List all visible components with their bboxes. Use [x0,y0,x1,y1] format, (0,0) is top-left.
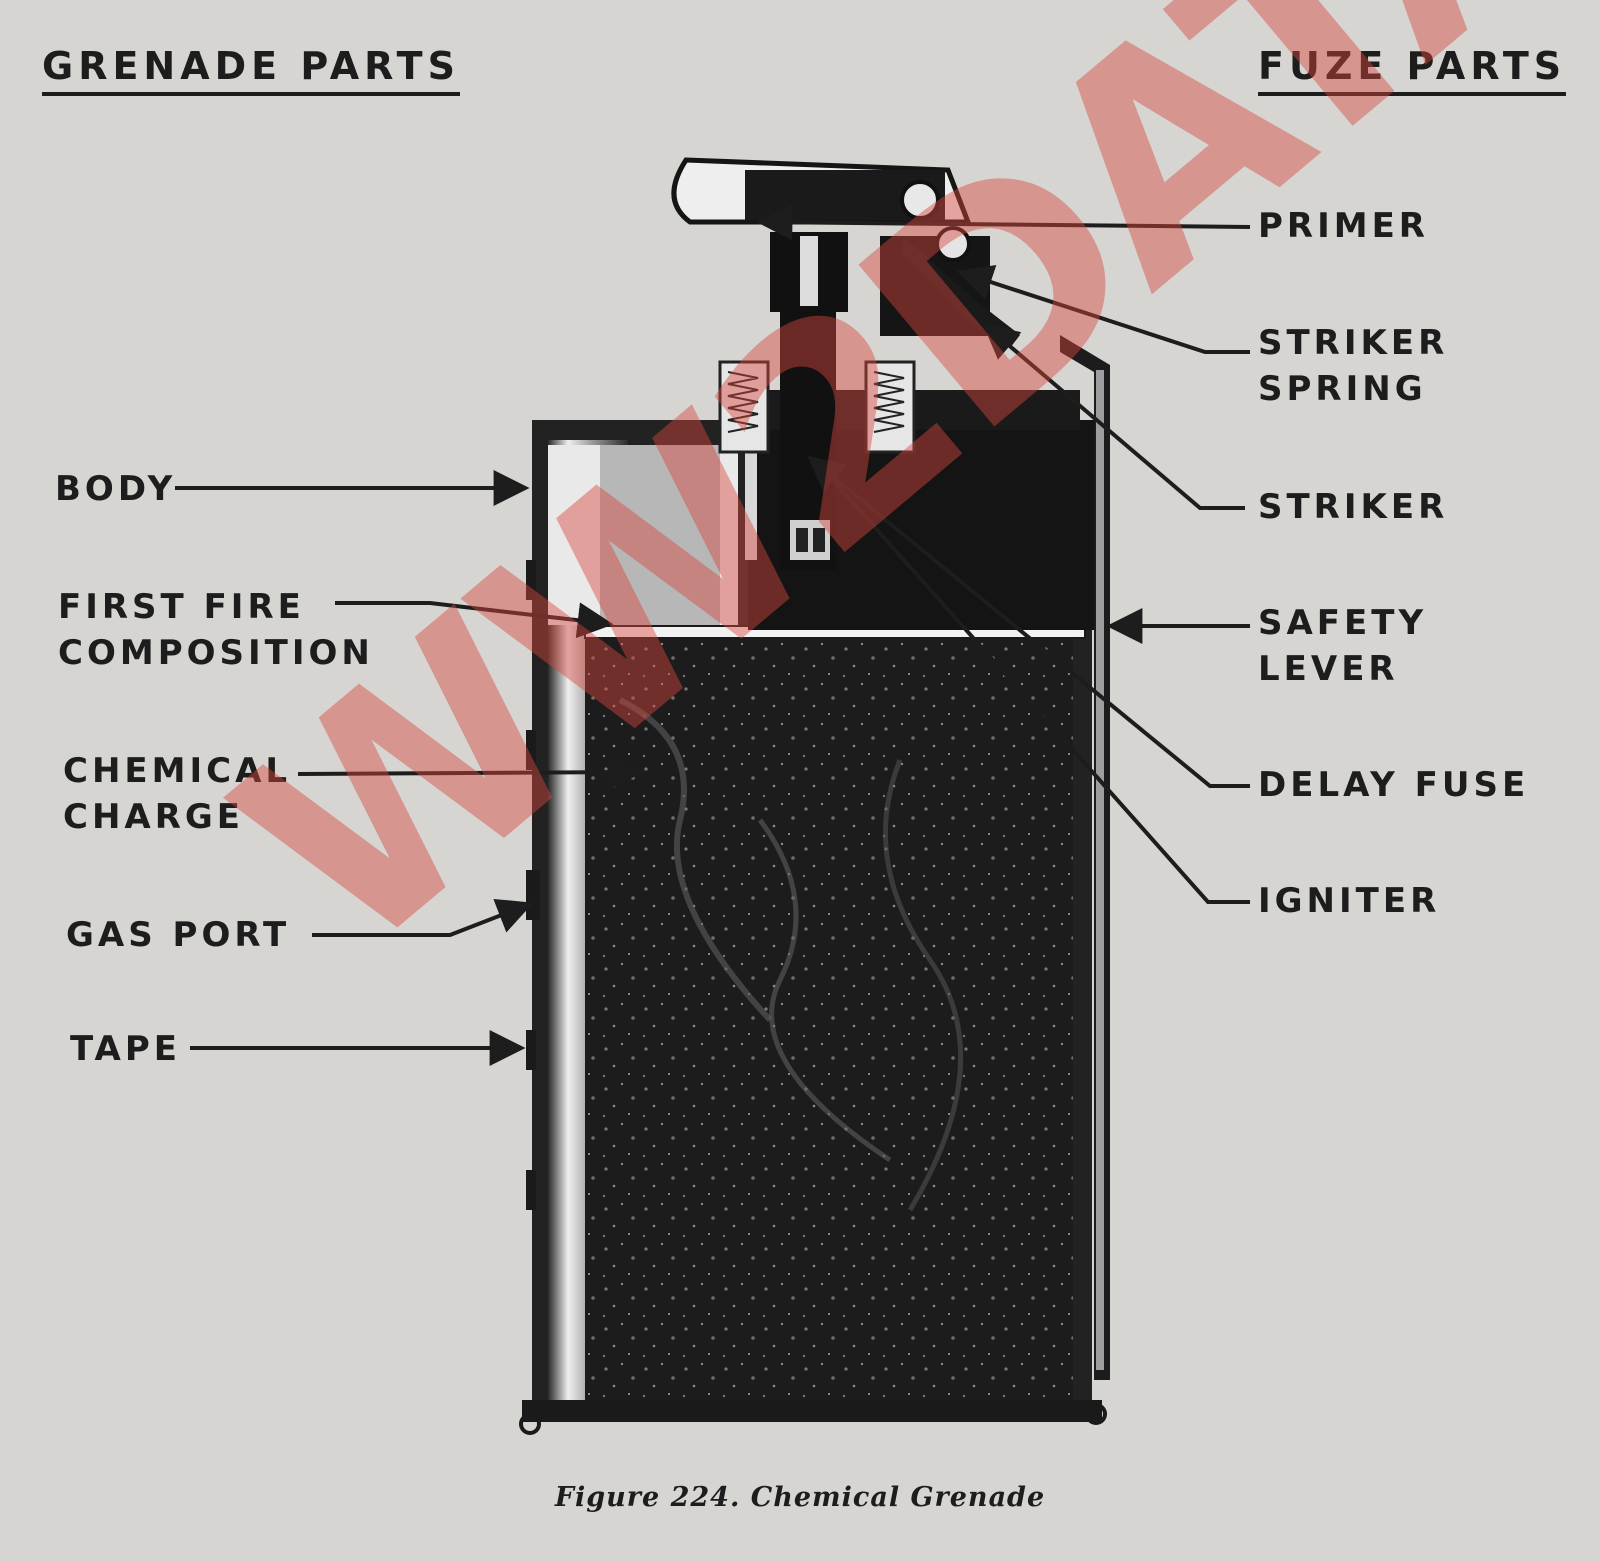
label-tape: TAPE [70,1029,182,1069]
fuze-assembly [671,157,1094,630]
label-primer: PRIMER [1258,206,1429,246]
label-body: BODY [55,469,177,509]
fuze-parts-heading: FUZE PARTS [1258,44,1567,96]
label-igniter: IGNITER [1258,881,1441,921]
figure-caption: Figure 224. Chemical Grenade [554,1482,1046,1513]
label-striker: STRIKER [1258,487,1449,527]
label-gas-port: GAS PORT [66,915,291,955]
label-chemical-charge: CHEMICAL CHARGE [63,751,292,837]
leader-lines [175,204,1251,1066]
label-delay-fuse: DELAY FUSE [1258,765,1530,805]
safety-lever-shape [1060,335,1110,1380]
label-striker-spring: STRIKER SPRING [1258,323,1449,409]
grenade-parts-heading: GRENADE PARTS [42,44,460,96]
label-first-fire-composition: FIRST FIRE COMPOSITION [58,587,374,673]
label-safety-lever: SAFETY LEVER [1258,603,1428,689]
chemical-charge-fill [585,636,1073,1400]
